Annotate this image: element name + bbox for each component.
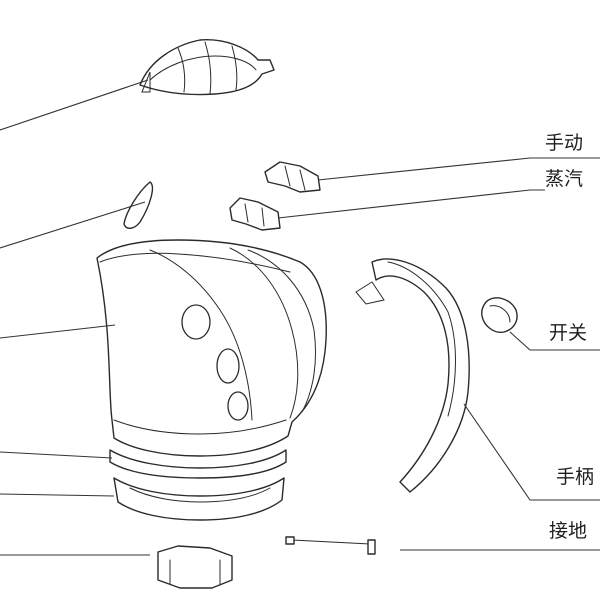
- leader-lines: [0, 79, 600, 556]
- manual-release-button: [264, 161, 321, 193]
- label-handle: 手柄: [556, 466, 595, 488]
- label-ground: 接地: [549, 520, 588, 542]
- lid: [139, 39, 275, 96]
- switch-button: [481, 297, 518, 333]
- ground-wire: [285, 536, 376, 555]
- filter: [123, 181, 154, 229]
- handle: [355, 258, 470, 493]
- label-steam: 蒸汽: [545, 168, 584, 190]
- label-manual: 手动: [545, 132, 584, 154]
- connector: [157, 545, 233, 589]
- base-ring: [109, 449, 287, 521]
- kettle-body: [96, 239, 327, 457]
- label-switch: 开关: [549, 322, 588, 344]
- steam-switch: [229, 197, 281, 231]
